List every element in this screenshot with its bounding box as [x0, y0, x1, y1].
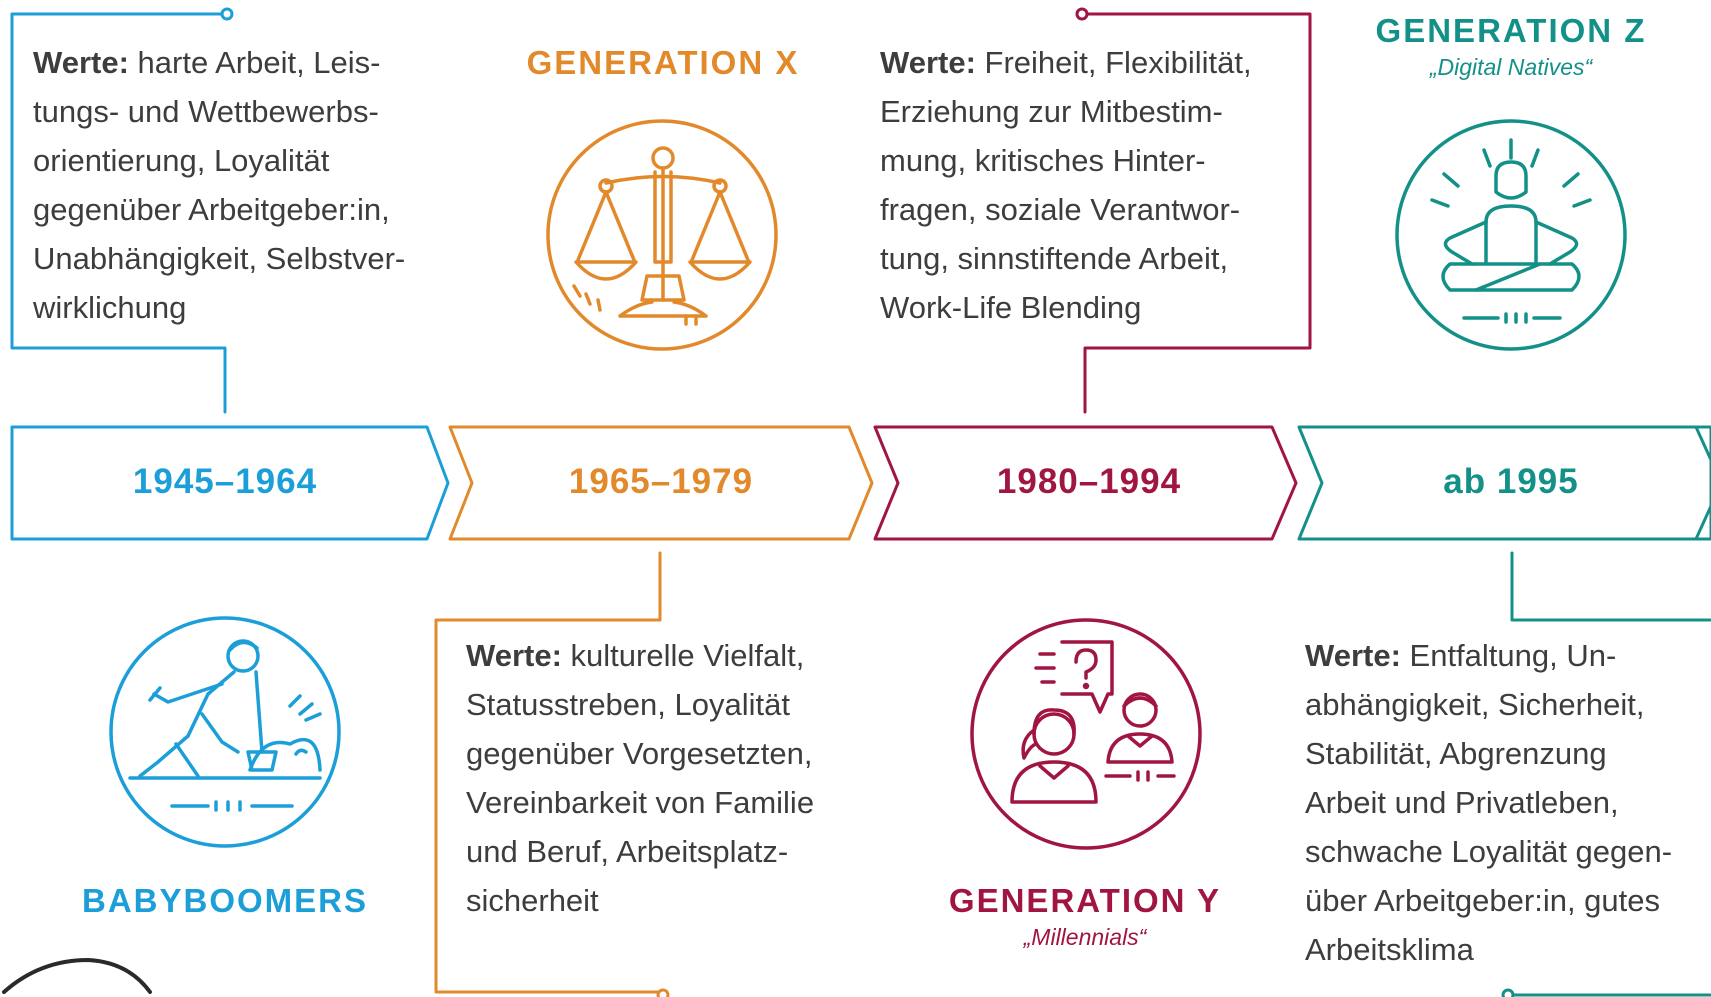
- values-line: kulturelle Vielfalt,: [570, 638, 805, 673]
- period-arrow-1980-1994: [873, 425, 1298, 541]
- generation-x-bracket: [434, 551, 670, 997]
- values-label: Werte:: [33, 45, 129, 80]
- generation-subtitle-y: „Millennials“: [1023, 924, 1147, 950]
- generation-title-z: GENERATION Z: [1375, 12, 1647, 49]
- values-line: fragen, soziale Verantwor-: [880, 192, 1241, 227]
- people-question-icon: [970, 618, 1202, 850]
- period-arrow-1945-1964: [10, 425, 450, 541]
- values-line: abhängigkeit, Sicherheit,: [1305, 687, 1645, 722]
- generation-title-x: GENERATION X: [526, 44, 800, 81]
- values-line: über Arbeitgeber:in, gutes: [1305, 883, 1661, 918]
- values-line: Erziehung zur Mitbestim-: [880, 94, 1223, 129]
- values-line: Freiheit, Flexibilität,: [984, 45, 1252, 80]
- generation-z-values: Werte: Entfaltung, Un- abhängigkeit, Sic…: [1305, 631, 1672, 974]
- arrow-tip-cut: [1694, 425, 1711, 541]
- period-arrow-1965-1979: [448, 425, 874, 541]
- values-line: Arbeitsklima: [1305, 932, 1474, 967]
- generation-title-y: GENERATION Y: [948, 882, 1222, 919]
- period-label-generation-x: 1965–1979: [568, 462, 754, 501]
- values-line: schwache Loyalität gegen-: [1305, 834, 1673, 869]
- babyboomers-bracket: [10, 7, 234, 414]
- balance-scale-icon: [546, 119, 778, 351]
- values-line: sicherheit: [466, 883, 599, 918]
- values-line: orientierung, Loyalität: [33, 143, 330, 178]
- period-label-generation-y: 1980–1994: [996, 462, 1182, 501]
- worker-shoveling-icon: [109, 616, 341, 848]
- period-label-babyboomers: 1945–1964: [132, 462, 318, 501]
- generation-x-values: Werte: kulturelle Vielfalt, Statusstrebe…: [466, 631, 814, 925]
- values-line: Arbeit und Privatleben,: [1305, 785, 1619, 820]
- generation-title-babyboomers: BABYBOOMERS: [81, 882, 369, 919]
- values-label: Werte:: [1305, 638, 1401, 673]
- period-arrow-ab-1995: [1297, 425, 1711, 541]
- generation-subtitle-z: „Digital Natives“: [1429, 54, 1593, 80]
- generation-y-bracket: [1075, 7, 1312, 414]
- values-label: Werte:: [466, 638, 562, 673]
- values-line: gegenüber Arbeitgeber:in,: [33, 192, 390, 227]
- generation-y-values: Werte: Freiheit, Flexibilität, Erziehung…: [880, 38, 1252, 332]
- values-line: Vereinbarkeit von Familie: [466, 785, 815, 820]
- values-line: Statusstreben, Loyalität: [466, 687, 790, 722]
- values-line: und Beruf, Arbeitsplatz-: [466, 834, 789, 869]
- values-line: Work-Life Blending: [880, 290, 1142, 325]
- values-label: Werte:: [880, 45, 976, 80]
- values-line: wirklichung: [33, 290, 187, 325]
- values-line: mung, kritisches Hinter-: [880, 143, 1206, 178]
- values-line: harte Arbeit, Leis-: [137, 45, 381, 80]
- values-line: Stabilität, Abgrenzung: [1305, 736, 1607, 771]
- values-line: Entfaltung, Un-: [1409, 638, 1617, 673]
- partial-circle-decoration: [2, 958, 152, 994]
- meditating-person-icon: [1395, 119, 1627, 351]
- values-line: tung, sinnstiftende Arbeit,: [880, 241, 1229, 276]
- babyboomers-values: Werte: harte Arbeit, Leis- tungs- und We…: [33, 38, 405, 332]
- period-label-generation-z: ab 1995: [1443, 462, 1579, 501]
- values-line: tungs- und Wettbewerbs-: [33, 94, 379, 129]
- generation-z-bracket: [1501, 551, 1711, 997]
- values-line: gegenüber Vorgesetzten,: [466, 736, 813, 771]
- values-line: Unabhängigkeit, Selbstver-: [33, 241, 406, 276]
